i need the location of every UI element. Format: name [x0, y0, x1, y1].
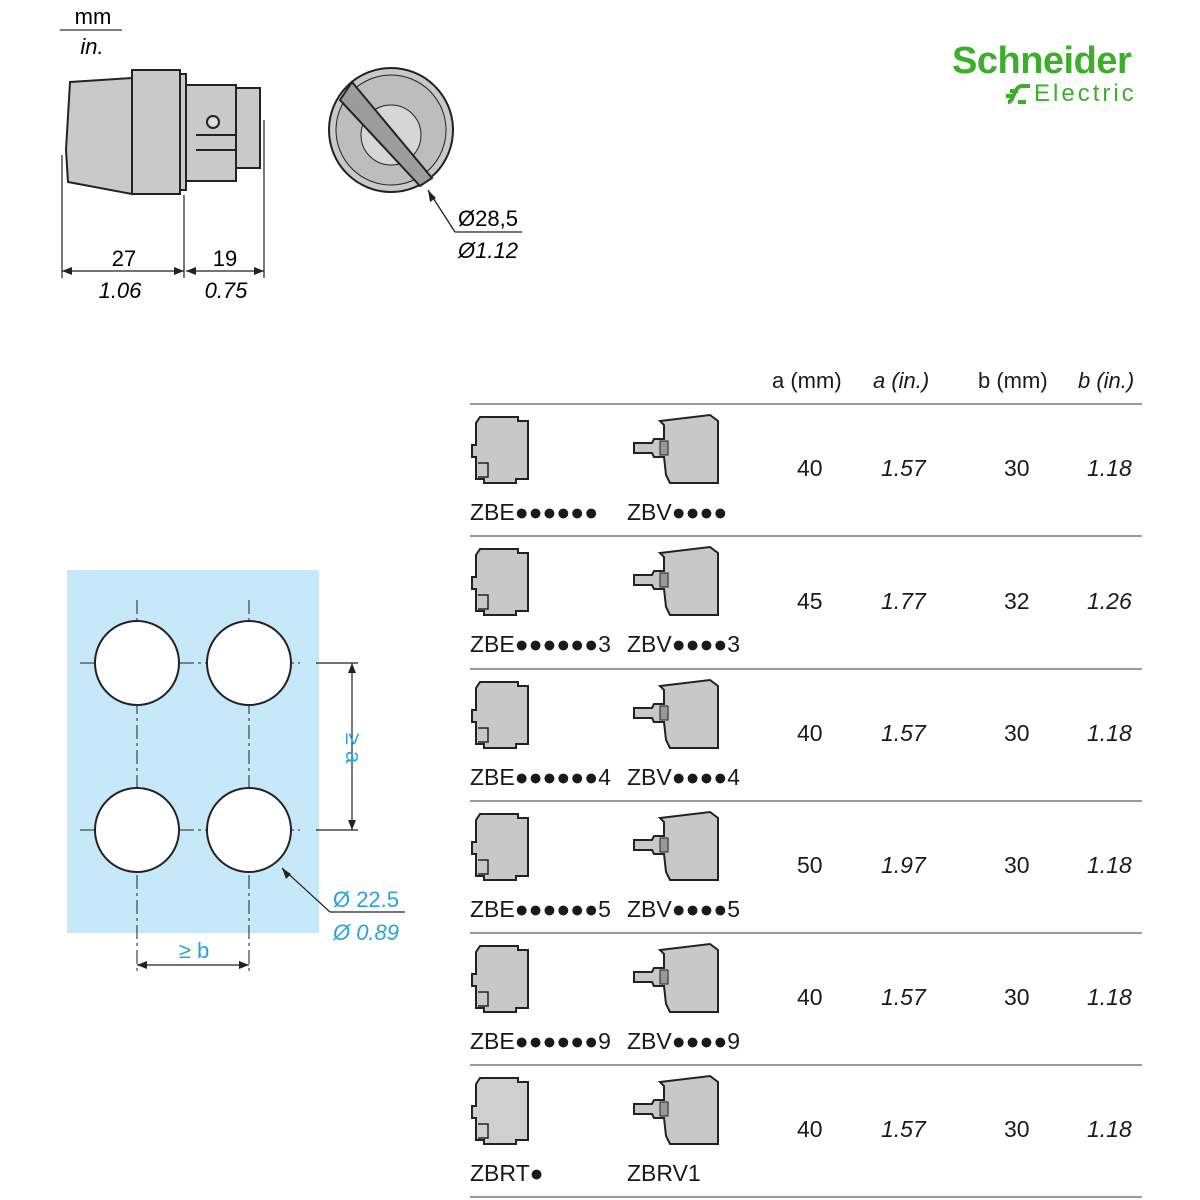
- a-in-value: 1.57: [881, 720, 926, 746]
- logo-sub: Electric: [1034, 80, 1137, 107]
- contact-block-icon: [468, 942, 534, 1023]
- b-mm-value: 32: [1004, 587, 1030, 614]
- table-divider: [470, 535, 1142, 537]
- unit-mm: mm: [75, 4, 112, 29]
- table-divider: [470, 932, 1142, 934]
- contact-block-icon: [468, 678, 534, 759]
- a-mm-value: 40: [797, 720, 823, 746]
- table-divider: [470, 668, 1142, 670]
- hole-diameter-mm: Ø 22.5: [333, 887, 399, 912]
- light-block-icon: [630, 1074, 724, 1155]
- front-diameter-in: Ø1.12: [457, 238, 518, 263]
- b-in-value: 1.18: [1087, 984, 1132, 1010]
- a-in-value: 1.57: [881, 984, 926, 1010]
- light-block-icon: [630, 942, 724, 1023]
- a-in-value: 1.57: [881, 455, 926, 481]
- front-diameter-mm: Ø28,5: [458, 206, 518, 231]
- hole: [206, 620, 292, 706]
- a-mm-value: 40: [797, 984, 823, 1010]
- unit-in: in.: [80, 34, 103, 59]
- header-a-mm: a (mm): [772, 368, 842, 393]
- right-part-code: ZBV●●●●3: [627, 631, 741, 657]
- contact-block-icon: [468, 413, 534, 494]
- spacing-a-label: ≥ a: [341, 733, 366, 764]
- left-part-code: ZBRT●: [470, 1160, 544, 1186]
- light-block-icon: [630, 810, 724, 891]
- a-mm-value: 45: [797, 587, 823, 614]
- front-view-icon: [328, 67, 454, 193]
- a-in-value: 1.77: [881, 587, 926, 614]
- left-part-code: ZBE●●●●●●: [470, 499, 599, 525]
- b-mm-value: 30: [1004, 852, 1030, 878]
- b-mm-value: 30: [1004, 720, 1030, 746]
- b-in-value: 1.18: [1087, 1116, 1132, 1142]
- hole: [206, 787, 292, 873]
- a-mm-value: 40: [797, 455, 823, 481]
- header-b-mm: b (mm): [978, 368, 1048, 393]
- dim-0-75: 0.75: [205, 278, 249, 303]
- panel-cutout-drawing: ≥ a ≥ b Ø 22.5 Ø 0.89: [67, 570, 405, 972]
- table-divider: [470, 1196, 1142, 1198]
- b-mm-value: 30: [1004, 984, 1030, 1010]
- a-mm-value: 50: [797, 852, 823, 878]
- a-in-value: 1.57: [881, 1116, 926, 1142]
- right-part-code: ZBRV1: [627, 1160, 701, 1186]
- light-block-icon: [630, 678, 724, 759]
- dim-27: 27: [112, 246, 136, 271]
- left-part-code: ZBE●●●●●●9: [470, 1028, 611, 1054]
- left-part-code: ZBE●●●●●●4: [470, 764, 611, 790]
- a-mm-value: 40: [797, 1116, 823, 1142]
- left-part-code: ZBE●●●●●●3: [470, 631, 611, 657]
- hole: [94, 787, 180, 873]
- right-part-code: ZBV●●●●4: [627, 764, 741, 790]
- table-divider: [470, 800, 1142, 802]
- spacing-b-label: ≥ b: [179, 938, 209, 963]
- switch-dimension-drawing: mm in. 27 1.06 19 0.75 Ø28,5 Ø1.12: [60, 4, 522, 303]
- logo-brand: Schneider: [952, 40, 1132, 82]
- light-block-icon: [630, 545, 724, 626]
- header-b-in: b (in.): [1078, 368, 1135, 393]
- panel-area: [67, 570, 319, 933]
- contact-block-icon: [468, 545, 534, 626]
- left-part-code: ZBE●●●●●●5: [470, 896, 611, 922]
- schneider-electric-logo: Schneider Electric: [952, 40, 1162, 110]
- b-in-value: 1.18: [1087, 720, 1132, 746]
- hole: [94, 620, 180, 706]
- header-a-in: a (in.): [873, 368, 930, 393]
- cutout-holes: [94, 620, 292, 873]
- hole-diameter-in: Ø 0.89: [332, 920, 399, 945]
- dim-19: 19: [213, 246, 237, 271]
- light-block-icon: [630, 413, 724, 494]
- table-divider: [470, 403, 1142, 405]
- logo-mark-icon: [1006, 84, 1030, 104]
- b-in-value: 1.26: [1087, 587, 1132, 614]
- right-part-code: ZBV●●●●9: [627, 1028, 741, 1054]
- b-mm-value: 30: [1004, 455, 1030, 481]
- b-in-value: 1.18: [1087, 852, 1132, 878]
- side-view-icon: [64, 69, 261, 196]
- right-part-code: ZBV●●●●5: [627, 896, 741, 922]
- table-divider: [470, 1064, 1142, 1066]
- dim-1-06: 1.06: [99, 278, 143, 303]
- b-in-value: 1.18: [1087, 455, 1132, 481]
- b-mm-value: 30: [1004, 1116, 1030, 1142]
- right-part-code: ZBV●●●●: [627, 499, 728, 525]
- a-in-value: 1.97: [881, 852, 926, 878]
- contact-block-icon: [468, 810, 534, 891]
- contact-block-icon: [468, 1074, 534, 1155]
